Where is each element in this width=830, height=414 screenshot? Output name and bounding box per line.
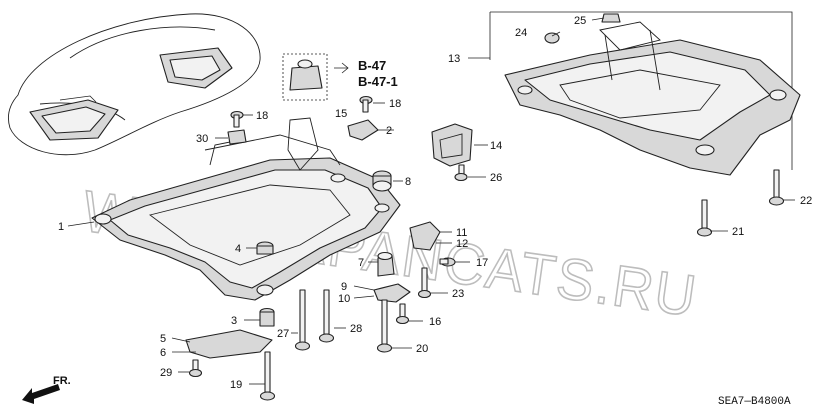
bracket-5-6 <box>171 329 273 359</box>
callout-25: 25 <box>574 15 586 27</box>
front-arrow: FR. <box>22 375 71 404</box>
engine-mount-reference <box>282 53 349 101</box>
stopper-3 <box>244 307 275 327</box>
callout-27: 27 <box>277 328 289 340</box>
callout-10: 10 <box>338 293 350 305</box>
stopper-4 <box>246 241 274 255</box>
callout-26: 26 <box>490 172 502 184</box>
bracket-30 <box>215 129 247 145</box>
callout-13: 13 <box>448 53 460 65</box>
callout-11: 11 <box>456 227 467 239</box>
bolt-26 <box>454 172 486 182</box>
callout-18-left: 18 <box>256 110 268 122</box>
bolt-19 <box>249 351 276 401</box>
bracket-2 <box>347 119 394 141</box>
reference-b47-1: B-47-1 <box>358 74 398 89</box>
front-subframe <box>91 117 401 301</box>
leader-1 <box>67 221 95 227</box>
callout-22: 22 <box>800 195 812 207</box>
bolt-27 <box>291 289 311 351</box>
bolt-17 <box>439 257 470 267</box>
callout-3: 3 <box>231 315 237 327</box>
plate-9-10 <box>353 283 411 303</box>
callout-16: 16 <box>429 316 441 328</box>
callout-12: 12 <box>456 238 468 250</box>
bolt-28 <box>318 289 346 343</box>
callout-17: 17 <box>476 257 488 269</box>
bolt-21 <box>696 199 728 237</box>
bolt-20 <box>376 299 412 353</box>
bolt-16 <box>395 303 423 325</box>
bracket-14 <box>431 123 488 180</box>
stopper-8 <box>372 170 403 192</box>
callout-20: 20 <box>416 343 428 355</box>
bolt-18-upper <box>359 95 385 113</box>
callout-21: 21 <box>732 226 744 238</box>
callout-24: 24 <box>515 27 527 39</box>
callout-9: 9 <box>341 281 347 293</box>
callout-29: 29 <box>160 367 172 379</box>
callout-7: 7 <box>358 257 364 269</box>
frame-assembly-inset <box>489 11 801 176</box>
stopper-7 <box>368 251 395 277</box>
callout-23: 23 <box>452 288 464 300</box>
callout-30: 30 <box>196 133 208 145</box>
callout-14: 14 <box>490 140 502 152</box>
callout-19: 19 <box>230 379 242 391</box>
vehicle-outline <box>7 13 261 156</box>
callout-1: 1 <box>58 221 64 233</box>
callout-2: 2 <box>386 125 392 137</box>
callout-4: 4 <box>235 243 241 255</box>
callout-8: 8 <box>405 176 411 188</box>
callout-15: 15 <box>335 108 347 120</box>
front-arrow-label: FR. <box>53 375 71 387</box>
diagram-code: SEA7—B4800A <box>718 396 791 408</box>
callout-28: 28 <box>350 323 362 335</box>
bracket-11-12 <box>409 221 452 251</box>
callout-18-upper: 18 <box>389 98 401 110</box>
bolt-18-left <box>230 110 253 128</box>
bolt-29 <box>178 359 203 378</box>
reference-b47: B-47 <box>358 58 386 73</box>
bolt-22 <box>768 169 795 206</box>
callouts: 1 2 3 4 5 6 7 8 9 10 11 12 13 14 15 16 1… <box>58 15 812 391</box>
callout-6: 6 <box>160 347 166 359</box>
callout-5: 5 <box>160 333 166 345</box>
bolt-23 <box>417 267 448 299</box>
